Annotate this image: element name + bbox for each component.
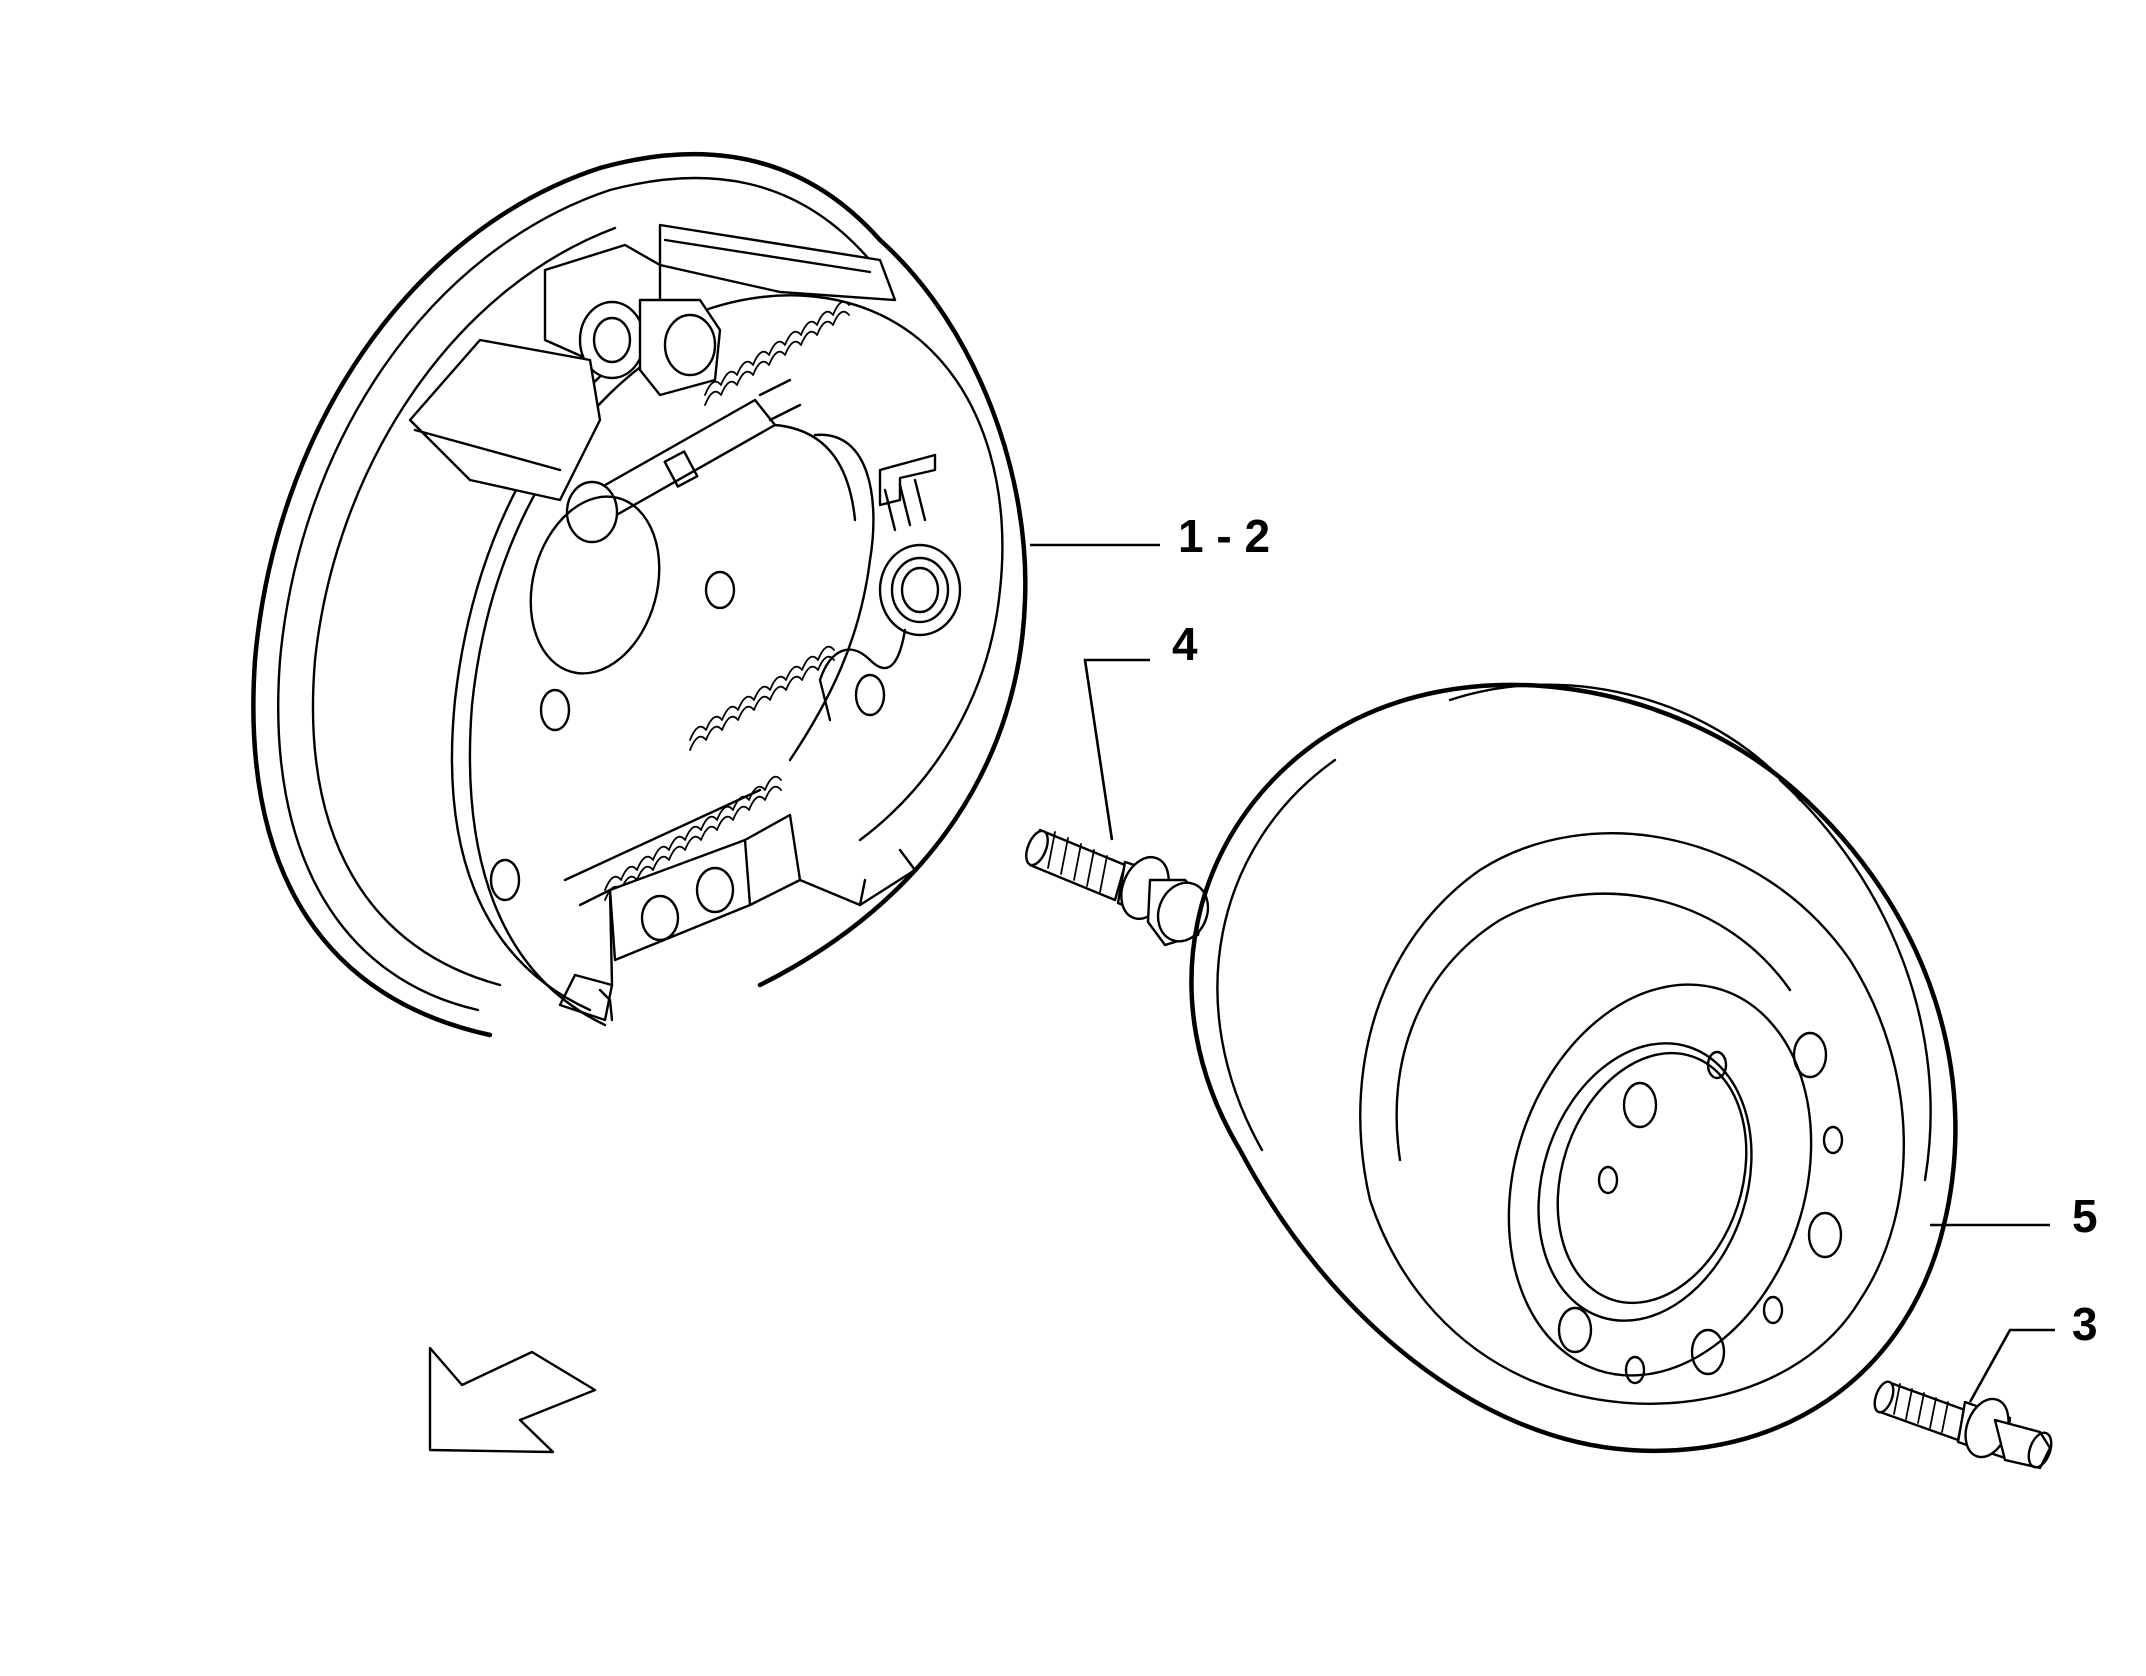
upper-return-spring	[704, 300, 850, 406]
middle-return-spring	[689, 645, 835, 751]
lower-return-spring	[604, 775, 782, 901]
brake-shoe-assembly	[251, 151, 1028, 1038]
callout-hub-bolt: 4	[1172, 618, 1198, 670]
callout-brake-drum: 5	[2072, 1190, 2098, 1242]
callout-brake-assembly: 1 - 2	[1178, 510, 1270, 562]
direction-arrow-icon	[428, 1346, 597, 1454]
drum-screw	[1873, 1380, 2053, 1470]
leader-line-drum-screw	[1968, 1328, 2055, 1403]
leader-line-hub-bolt	[1083, 658, 1150, 841]
callout-drum-screw: 3	[2072, 1298, 2098, 1350]
hub-bolt	[1025, 828, 1210, 947]
brake-drum	[1189, 682, 1958, 1454]
